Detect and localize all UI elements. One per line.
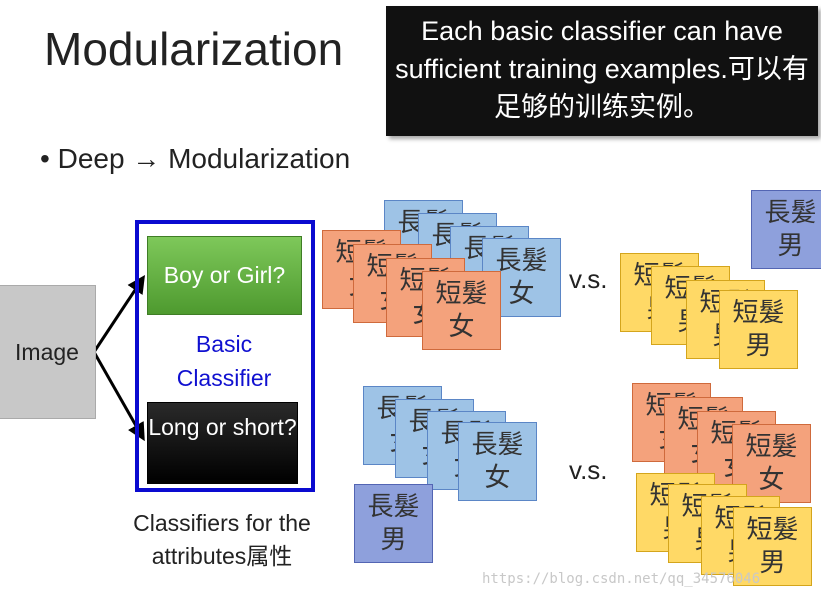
slide-title: Modularization (44, 23, 344, 75)
vs-bottom: v.s. (569, 455, 608, 485)
card-short-male: 短髮 男 (733, 507, 812, 586)
boy-or-girl-label: Boy or Girl? (163, 262, 286, 288)
vs-top: v.s. (569, 264, 608, 294)
card-short-male: 短髮 男 (719, 290, 798, 369)
bullet-point: • Deep → Modularization (40, 143, 351, 174)
image-label: Image (15, 338, 79, 365)
card-long-male: 長髮 男 (354, 484, 433, 563)
basic-classifier-frame (135, 220, 315, 492)
image-input-box: Image (0, 285, 96, 419)
arrow-to-long-short (92, 351, 145, 442)
long-or-short-classifier: Long or short? (147, 402, 298, 484)
bullet-text: Deep → Modularization (57, 143, 351, 174)
boy-or-girl-classifier: Boy or Girl? (147, 236, 302, 315)
arrow-to-boy-girl (92, 274, 145, 353)
card-long-female: 長髮 女 (458, 422, 537, 501)
attributes-caption: Classifiers for the attributes属性 (133, 510, 311, 569)
card-short-female: 短髮 女 (422, 271, 501, 350)
card-long-male: 長髮 男 (751, 190, 821, 269)
watermark-url: https://blog.csdn.net/qq_34576046 (482, 571, 761, 587)
callout-box: Each basic classifier can have sufficien… (386, 6, 818, 136)
basic-classifier-label: Basic Classifier (176, 331, 272, 391)
